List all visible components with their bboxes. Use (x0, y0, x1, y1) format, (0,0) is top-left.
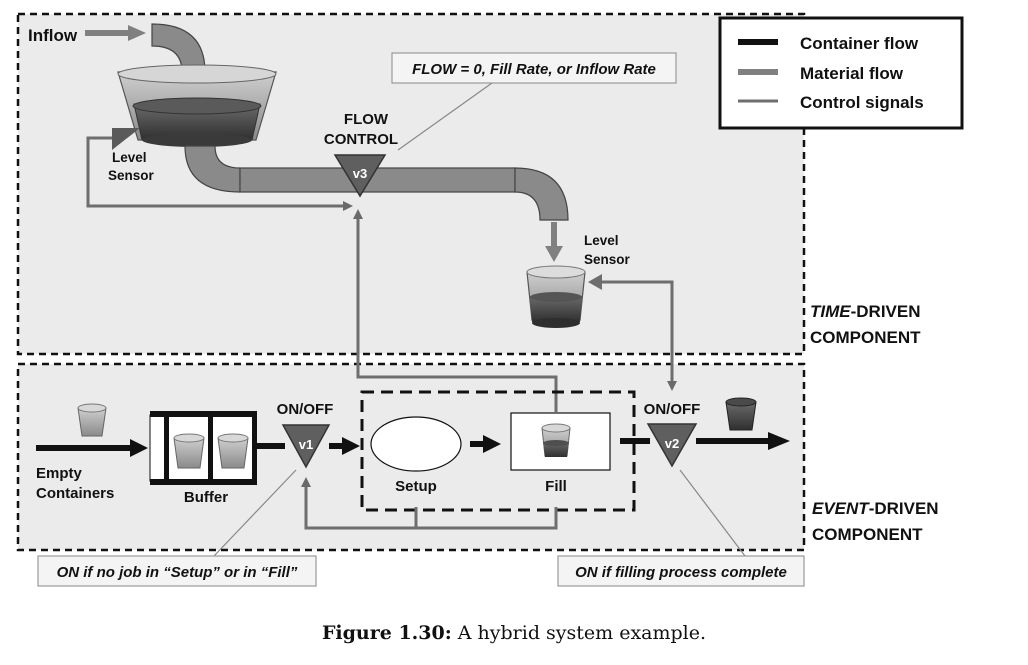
setup-label: Setup (395, 478, 437, 495)
full-container-icon (725, 397, 757, 431)
time-driven-title-rest: -DRIVEN (851, 302, 921, 321)
callout-v2-leader (679, 469, 746, 557)
control-signal-to-v1 (301, 477, 558, 530)
time-driven-title-line2: COMPONENT (810, 328, 921, 347)
level-sensor-2-label-line2: Sensor (584, 252, 631, 267)
flow-control-label-line1: FLOW (344, 111, 389, 128)
level-sensor-2-signal (588, 274, 677, 391)
outflow-pipe (184, 145, 569, 221)
legend-container-flow: Container flow (800, 34, 919, 53)
valve-v2[interactable]: v2 (646, 423, 698, 468)
callout-v2-box (557, 555, 805, 587)
main-tank (117, 64, 277, 147)
event-driven-title-line2: COMPONENT (812, 525, 923, 544)
flow-control-label-line2: CONTROL (324, 131, 398, 148)
valve-v3[interactable]: v3 (333, 154, 387, 198)
empty-containers-label-line1: Empty (36, 465, 83, 482)
fill-tank (526, 265, 586, 328)
event-driven-title: EVENT-DRIVEN (812, 499, 939, 518)
setup-station[interactable] (370, 416, 462, 472)
callout-v1-text: ON if no job in “Setup” or in “Fill” (57, 564, 298, 581)
empty-containers-arrow (36, 439, 148, 457)
process-group (360, 390, 636, 512)
flow-callout-text: FLOW = 0, Fill Rate, or Inflow Rate (412, 61, 656, 78)
legend-material-flow: Material flow (800, 64, 904, 83)
level-sensor-1-label-line2: Sensor (108, 168, 155, 183)
valve-v3-label: v3 (353, 166, 367, 181)
legend: Container flow Material flow Control sig… (718, 16, 964, 130)
level-sensor-1-label-line1: Level (112, 150, 147, 165)
inflow-arrow (85, 25, 146, 41)
on-off-1-label: ON/OFF (277, 401, 334, 418)
figure-caption-text: A hybrid system example. (451, 622, 707, 644)
callout-v1-box (37, 555, 317, 587)
level-sensor-2-label-line1: Level (584, 233, 619, 248)
hybrid-system-diagram: Inflow Level Sensor FLOW CONTROL v3 FLOW… (16, 12, 964, 587)
buffer (149, 411, 257, 485)
valve-v1-label: v1 (299, 437, 313, 452)
material-flow-arrow-down (545, 222, 563, 262)
fill-label: Fill (545, 478, 567, 495)
valve-v1[interactable]: v1 (281, 424, 331, 469)
setup-to-fill-flow (470, 435, 501, 453)
on-off-2-label: ON/OFF (644, 401, 701, 418)
v1-to-setup-flow (329, 437, 360, 455)
time-driven-title-italic: TIME (810, 302, 851, 321)
figure-caption: Figure 1.30: A hybrid system example. (0, 622, 1028, 644)
inflow-label: Inflow (28, 26, 78, 45)
control-signal-to-v3 (353, 209, 558, 412)
level-sensor-1-signal (86, 128, 353, 211)
legend-control-signals: Control signals (800, 93, 924, 112)
callout-v1-leader (213, 469, 297, 557)
empty-container-icon (77, 403, 107, 437)
event-driven-title-rest: -DRIVEN (869, 499, 939, 518)
buffer-label: Buffer (184, 489, 228, 506)
event-driven-title-italic: EVENT (812, 499, 870, 518)
flow-callout-box (391, 52, 677, 84)
valve-v2-label: v2 (665, 436, 679, 451)
output-flow-arrow (696, 432, 790, 450)
empty-containers-label-line2: Containers (36, 485, 114, 502)
time-driven-title: TIME-DRIVEN (810, 302, 921, 321)
fill-station[interactable] (510, 412, 611, 471)
figure-caption-label: Figure 1.30: (321, 622, 452, 644)
callout-v2-text: ON if filling process complete (575, 564, 787, 581)
flow-callout-leader (397, 82, 493, 151)
